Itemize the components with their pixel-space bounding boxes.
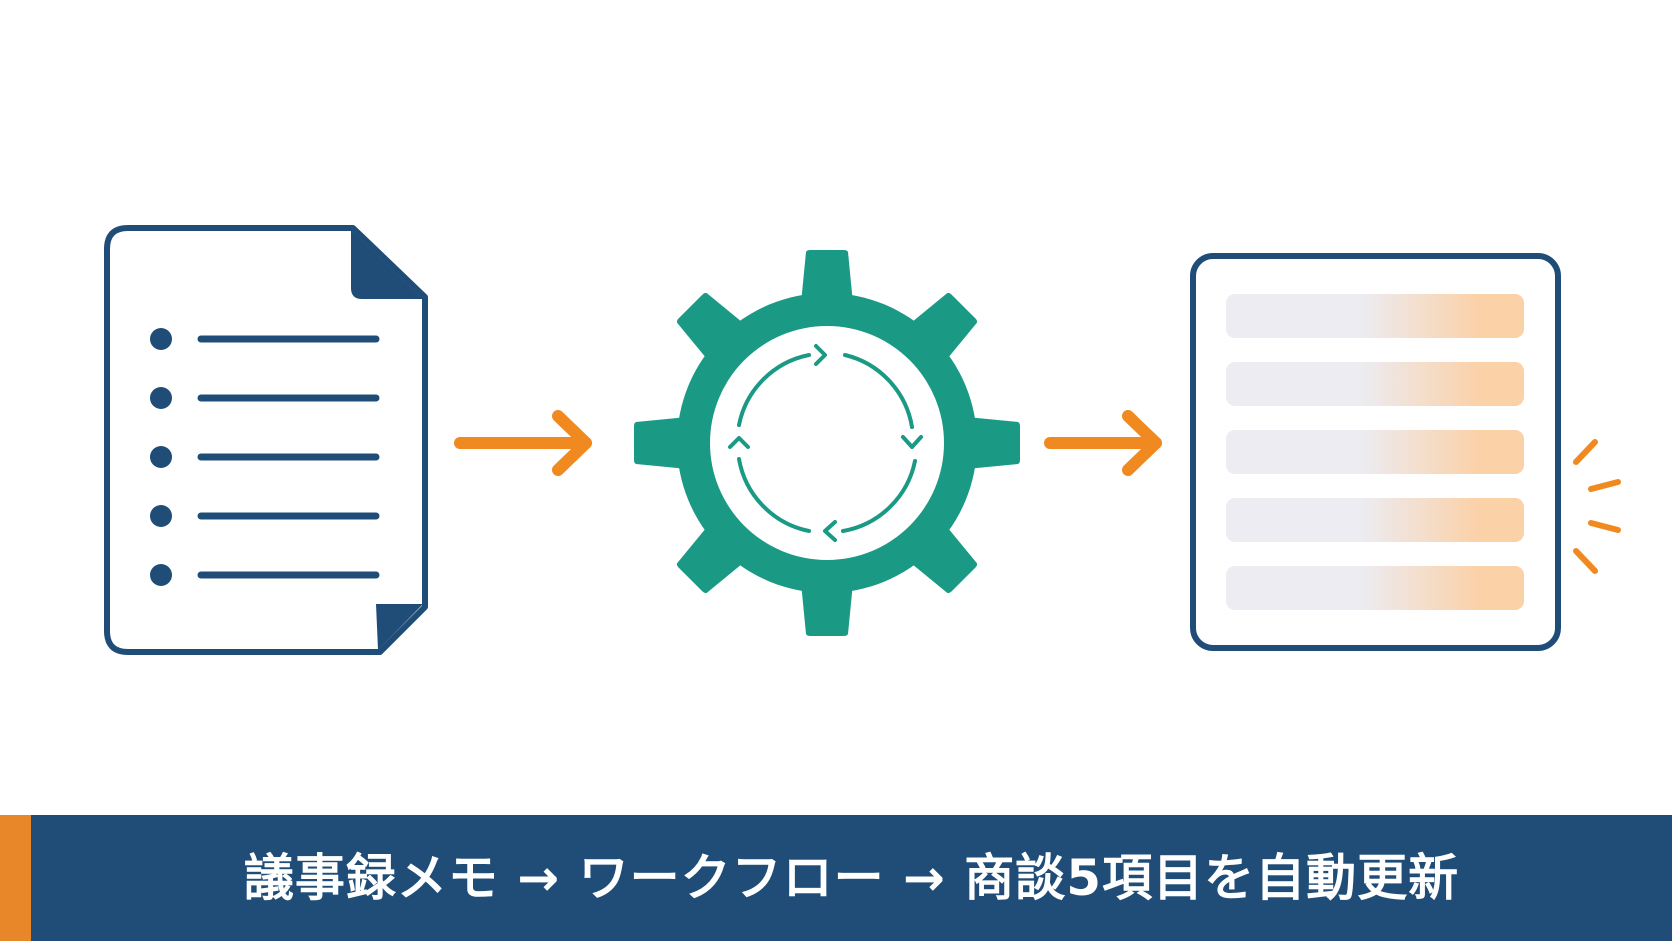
form-field bbox=[1226, 362, 1524, 406]
form-field-list bbox=[1226, 294, 1524, 610]
document-bullet-list bbox=[150, 328, 380, 586]
workflow-diagram bbox=[104, 225, 1621, 655]
arrow-right-icon bbox=[1044, 410, 1162, 476]
bullet-dot bbox=[150, 446, 172, 468]
bullet-dot bbox=[150, 564, 172, 586]
form-field bbox=[1226, 294, 1524, 338]
form-field bbox=[1226, 430, 1524, 474]
caption-accent-stripe bbox=[0, 815, 31, 941]
updated-form-icon bbox=[1190, 253, 1561, 651]
document-list-icon bbox=[104, 225, 428, 655]
form-field bbox=[1226, 498, 1524, 542]
form-field bbox=[1226, 566, 1524, 610]
arrow-right-icon bbox=[454, 410, 592, 476]
update-sparkle-icon bbox=[1573, 439, 1621, 574]
caption-bar: 議事録メモ → ワークフロー → 商談5項目を自動更新 bbox=[0, 815, 1672, 941]
bullet-dot bbox=[150, 505, 172, 527]
bullet-dot bbox=[150, 328, 172, 350]
caption-text: 議事録メモ → ワークフロー → 商談5項目を自動更新 bbox=[243, 849, 1460, 907]
bullet-dot bbox=[150, 387, 172, 409]
gear-cycle-icon bbox=[634, 250, 1020, 636]
